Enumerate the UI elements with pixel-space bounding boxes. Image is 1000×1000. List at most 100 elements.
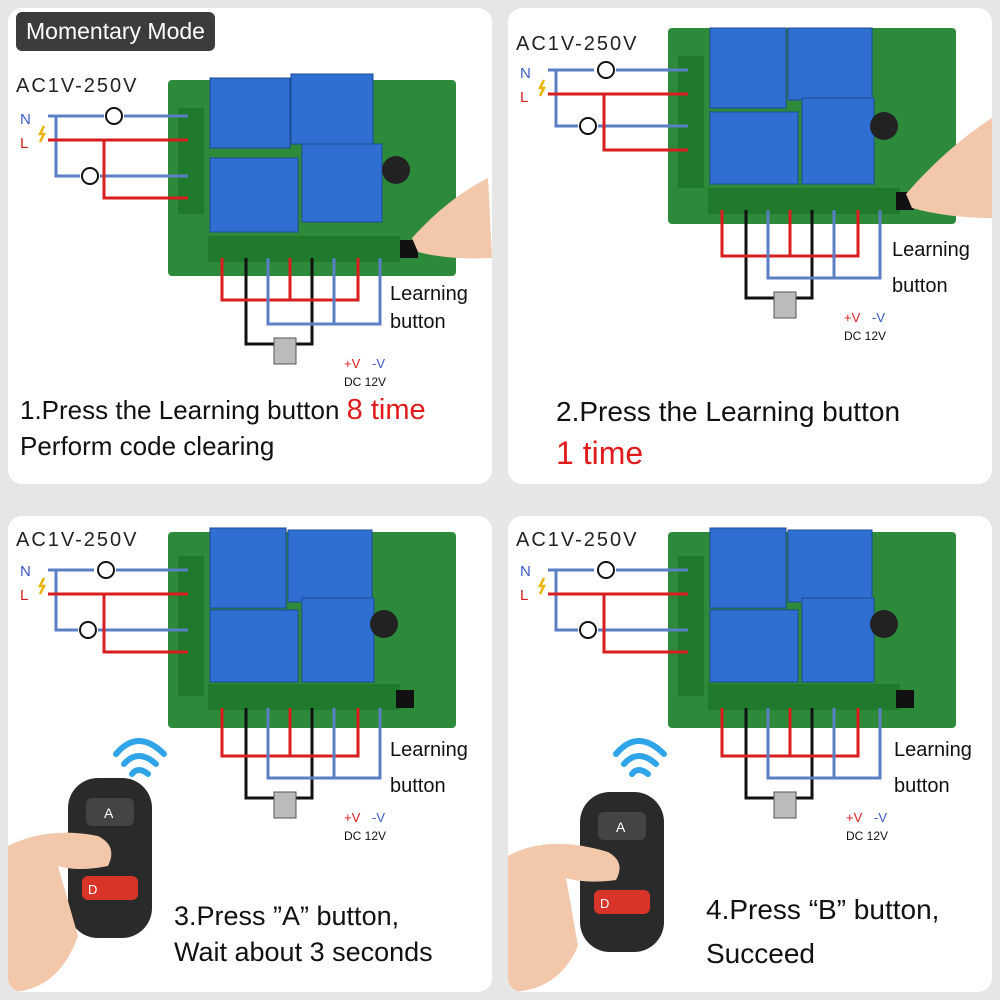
wiring-diagram-1: AC1V-250V N L Learning button +V -V DC 1… [16,73,492,389]
bulb-icon [579,621,597,639]
wiring-diagram-3: AC1V-250V N L Learning button +V -V DC 1… [8,527,468,992]
relay-1 [709,27,787,109]
plus-v-label: +V [344,810,361,825]
lightning-icon [537,79,547,97]
minus-v-label: -V [872,310,885,325]
line-label: L [520,587,528,604]
bulb-icon [579,117,597,135]
learning-label: button [390,311,446,333]
motor-wire [744,708,814,800]
neutral-label: N [20,111,31,128]
motor-icon [273,791,297,819]
bulb-icon [79,621,97,639]
step-3-panel: AC1V-250V N L Learning button +V -V DC 1… [8,516,492,992]
remote-button-d-label: D [88,882,97,897]
relay-3 [709,609,799,683]
relay-4 [301,597,375,683]
step-4-caption: 4.Press “B” button, Succeed [706,888,939,976]
live-wire [48,592,188,654]
relay-2 [287,529,373,603]
relay-2 [290,73,374,145]
remote-button-a-label: A [104,805,114,821]
live-wire [220,258,360,302]
line-label: L [520,89,528,106]
neutral-wire [48,114,188,178]
step-3-line1: 3.Press ”A” button, [174,901,400,931]
neutral-wire [266,258,382,326]
voltage-label: AC1V-250V [16,75,139,97]
capacitor [870,112,898,140]
relay-3 [209,609,299,683]
step-3-line2: Wait about 3 seconds [174,937,433,967]
relay-4 [801,597,875,683]
lightning-icon [537,577,547,595]
neutral-label: N [520,65,531,82]
hand-icon [8,832,112,992]
neutral-label: N [20,563,31,580]
capacitor [382,156,410,184]
terminal-block-left [178,108,204,214]
wiring-diagram-2: AC1V-250V N L Learning button +V -V DC 1… [516,27,992,343]
wiring-diagram-4: AC1V-250V N L Learning button +V -V DC 1… [508,527,972,992]
voltage-label: AC1V-250V [516,529,639,551]
relay-2 [787,529,873,603]
plus-v-label: +V [844,310,861,325]
live-wire [548,592,688,654]
neutral-label: N [520,563,531,580]
remote-button-a-label: A [616,819,626,835]
remote-button-a [86,798,134,826]
motor-icon [773,791,797,819]
remote-button-a [598,812,646,840]
hand-icon [508,843,620,992]
relay-4 [801,97,875,185]
terminal-block-left [178,556,204,696]
minus-v-label: -V [874,810,887,825]
live-wire [220,708,360,758]
dc-label: DC 12V [344,829,386,843]
dc-label: DC 12V [844,329,886,343]
terminal-block-left [678,56,704,188]
relay-1 [709,527,787,609]
bulb-icon [81,167,99,185]
remote-button-d-label: D [600,896,609,911]
terminal-block-bottom [208,684,400,710]
step-4-line2: Succeed [706,938,815,969]
signal-icon [613,738,667,777]
live-wire [720,708,860,758]
live-wire [548,92,688,152]
motor-wire [744,210,814,300]
relay-3 [709,111,799,185]
motor-icon [273,337,297,365]
relay-3 [209,157,299,233]
live-wire [48,138,188,200]
motor-icon [773,291,797,319]
learning-label: button [892,275,948,297]
remote-button-d [82,876,138,900]
learning-button [896,690,914,708]
motor-wire [244,708,314,800]
step-2-text: 2.Press the Learning button [556,396,901,427]
step-3-caption: 3.Press ”A” button, Wait about 3 seconds [174,898,433,970]
signal-icon [113,738,167,777]
step-1-text: 1.Press the Learning button [20,395,347,425]
learning-label: Learning [390,739,468,761]
terminal-block-left [678,556,704,696]
line-label: L [20,587,28,604]
mode-badge: Momentary Mode [16,12,215,51]
neutral-wire [548,68,688,128]
relay-1 [209,527,287,609]
remote-button-d [594,890,650,914]
neutral-wire [266,708,382,780]
step-1-caption: 1.Press the Learning button 8 time Perfo… [20,392,426,464]
motor-wire [244,258,314,346]
terminal-block-bottom [708,188,900,214]
capacitor [370,610,398,638]
bulb-icon [105,107,123,125]
neutral-wire [766,708,882,780]
lightning-icon [37,125,47,143]
bulb-icon [97,561,115,579]
learning-label: button [894,775,950,797]
step-2-caption: 2.Press the Learning button 1 time [556,394,900,476]
bulb-icon [597,561,615,579]
neutral-wire [548,568,688,632]
